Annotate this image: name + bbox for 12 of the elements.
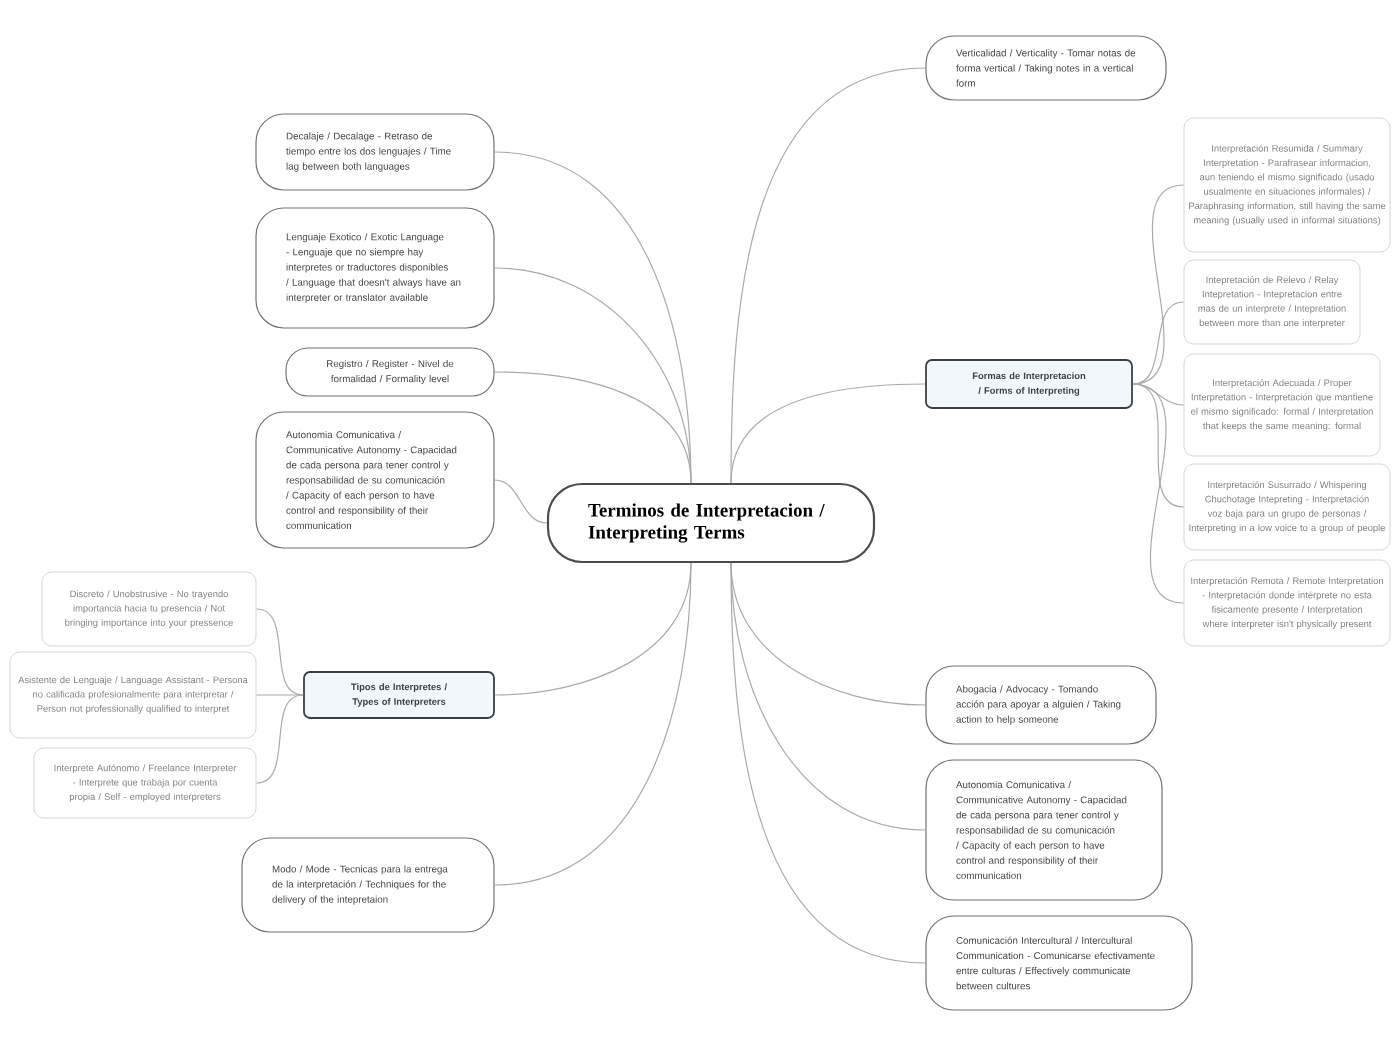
connector: [730, 383, 926, 484]
connector: [255, 694, 304, 696]
connector: [494, 479, 548, 524]
connector: [1132, 301, 1185, 385]
connector: [255, 694, 304, 784]
connector: [494, 371, 692, 484]
connector: [730, 67, 926, 484]
connector: [494, 562, 692, 886]
central-topic-box: Terminos de Interpretacion / Interpreting Terms: [546, 482, 876, 564]
connector: [730, 562, 926, 964]
connector: [494, 267, 692, 484]
connector: [1132, 383, 1185, 604]
